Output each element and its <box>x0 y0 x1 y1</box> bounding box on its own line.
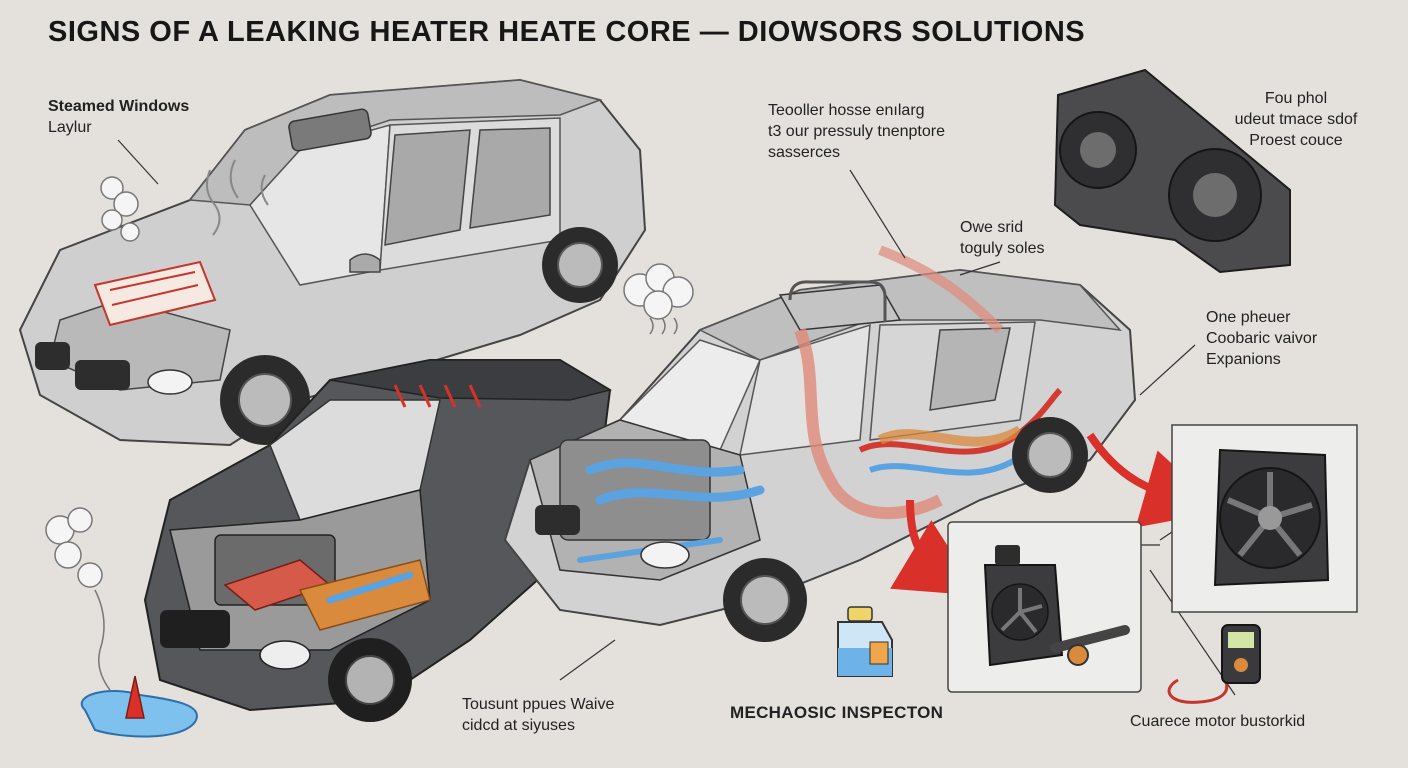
fan-motor-icon <box>947 521 1142 693</box>
label-mechanical-inspection: MECHAOSIC INSPECTON <box>730 703 944 722</box>
label-cuarece: Cuarece motor bustorkid <box>1130 713 1306 730</box>
label-hose-pressure: Teooller hosse enılarg t3 our pressuly t… <box>768 102 945 161</box>
car-dark-bottom <box>143 359 612 722</box>
label-foul-phol: Fou phol udeut tmace sdof Proest couce <box>1234 90 1358 149</box>
car-cutaway-right <box>503 245 1137 642</box>
car-silver-top <box>18 78 647 447</box>
steam-cloud-icon <box>45 176 694 691</box>
label-owe-srid: Owe srid toguly soles <box>960 219 1045 257</box>
blower-fan-icon <box>1171 424 1358 613</box>
label-tousunt: Tousunt ppues Waive cidcd at siyuses <box>462 696 615 734</box>
coolant-bottle-icon <box>837 606 893 677</box>
label-steamed-windows: Steamed Windows Laylur <box>48 98 190 136</box>
heater-box-icon <box>1053 68 1291 274</box>
warning-cone-icon <box>125 675 145 719</box>
page-title: SIGNS OF A LEAKING HEATER HEATE CORE — D… <box>48 16 1086 48</box>
label-one-phewer: One pheuer Coobaric vaivor Expanions <box>1206 309 1318 368</box>
multimeter-icon <box>1167 624 1261 704</box>
